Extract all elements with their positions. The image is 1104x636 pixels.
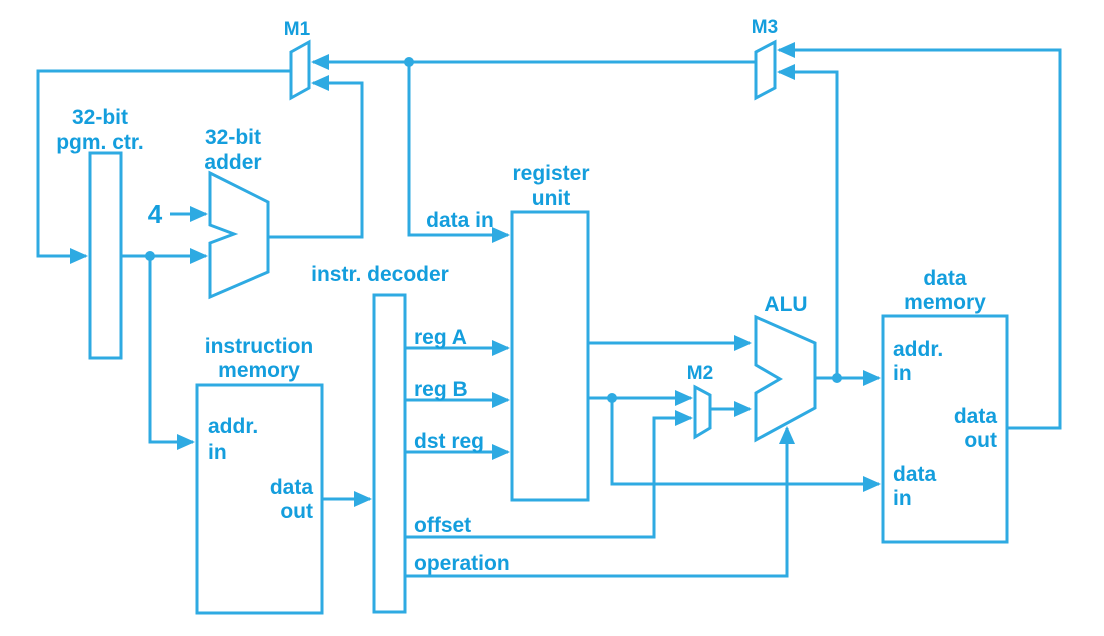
- alu-block: [754, 314, 817, 443]
- instruction-memory-addr-in-line2: in: [208, 441, 227, 464]
- wire-m1-to-pc: [36, 69, 291, 264]
- instruction-memory-block: [195, 383, 324, 615]
- register-unit-label-line2: unit: [532, 187, 570, 210]
- wire-data-memory-out-to-m3: [777, 42, 1062, 430]
- wire-writeback-to-register-data-in: [407, 62, 510, 243]
- instruction-memory-data-out-line2: out: [280, 500, 313, 523]
- wire-operation-to-alu: [405, 426, 795, 578]
- mux-m3-label: M3: [752, 17, 778, 38]
- dst-reg-label: dst reg: [414, 430, 484, 453]
- junction-pc-out: [145, 251, 155, 261]
- junction-writeback: [404, 57, 414, 67]
- data-memory-label-line1: data: [923, 267, 967, 290]
- reg-a-label: reg A: [414, 326, 467, 349]
- data-memory-addr-in-line2: in: [893, 362, 912, 385]
- mux-m1: [289, 39, 311, 101]
- data-memory-data-out-line2: out: [964, 429, 997, 452]
- data-memory-data-out-line1: data: [954, 405, 998, 428]
- adder-label-line2: adder: [204, 151, 261, 174]
- data-memory-block: [881, 314, 1009, 544]
- reg-b-label: reg B: [414, 378, 468, 401]
- register-unit-block: [510, 210, 590, 502]
- offset-label: offset: [414, 514, 471, 537]
- data-memory-label-line2: memory: [904, 291, 986, 314]
- operation-label: operation: [414, 552, 510, 575]
- data-memory-data-in-line1: data: [893, 463, 937, 486]
- pc-label-line2: pgm. ctr.: [56, 131, 144, 154]
- mux-m1-label: M1: [284, 19, 311, 40]
- adder-label-line1: 32-bit: [205, 126, 261, 149]
- mux-m2: [693, 384, 712, 440]
- instruction-memory-addr-in-line1: addr.: [208, 415, 258, 438]
- wire-alu-to-m3: [777, 64, 839, 378]
- wire-offset-to-m2: [405, 410, 693, 539]
- junction-reg-b-out: [607, 393, 617, 403]
- instruction-memory-data-out-line1: data: [270, 476, 314, 499]
- wire-pc-to-instruction-memory: [148, 256, 195, 450]
- data-memory-data-in-line2: in: [893, 487, 912, 510]
- program-counter-block: [88, 151, 123, 360]
- wire-adder-to-m1: [268, 75, 364, 239]
- register-unit-label-line1: register: [512, 162, 589, 185]
- register-data-in-label: data in: [426, 209, 494, 232]
- instruction-memory-label-line2: memory: [218, 359, 300, 382]
- data-memory-addr-in-line1: addr.: [893, 338, 943, 361]
- wire-register-outB-to-data-memory: [610, 398, 881, 492]
- instruction-decoder-label: instr. decoder: [311, 263, 449, 286]
- instruction-decoder-block: [372, 293, 407, 614]
- pc-label-line1: 32-bit: [72, 106, 128, 129]
- adder-block: [208, 170, 270, 300]
- junction-alu-out: [832, 373, 842, 383]
- instruction-memory-label-line1: instruction: [205, 335, 314, 358]
- mux-m3: [754, 39, 777, 101]
- alu-label: ALU: [764, 293, 807, 316]
- mux-m2-label: M2: [687, 363, 713, 384]
- pc-increment-constant: 4: [148, 199, 163, 229]
